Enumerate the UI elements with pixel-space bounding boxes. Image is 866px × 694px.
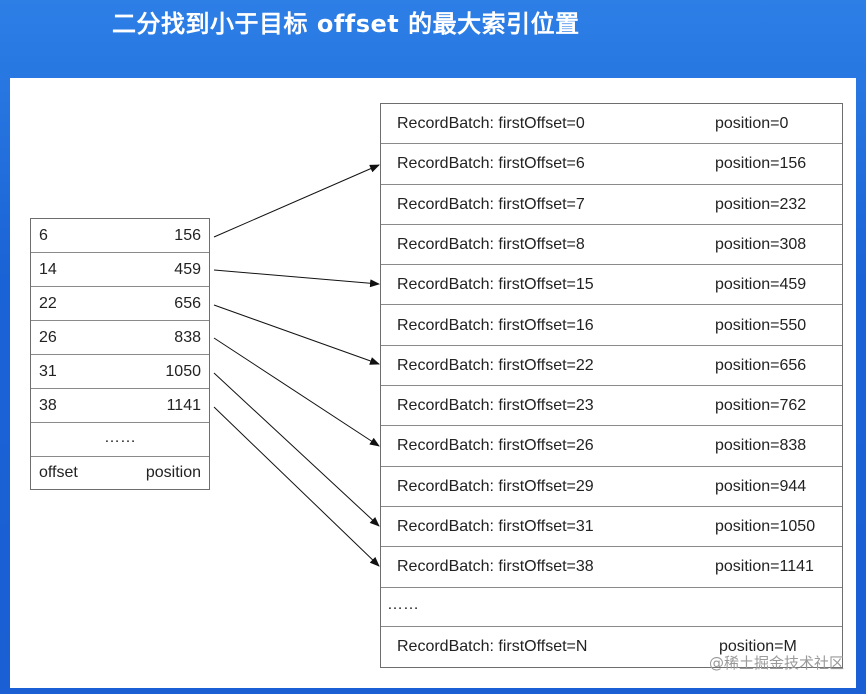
record-batch-position: position=762: [715, 397, 807, 415]
log-row: RecordBatch: firstOffset=23 position=762: [381, 386, 842, 427]
record-batch-label: RecordBatch: firstOffset=15: [397, 276, 594, 294]
log-row: RecordBatch: firstOffset=29 position=944: [381, 467, 842, 507]
record-batch-label: RecordBatch: firstOffset=29: [397, 477, 594, 495]
index-offset: 38: [39, 397, 57, 414]
log-row: RecordBatch: firstOffset=8 position=308: [381, 225, 842, 266]
record-batch-position: position=1050: [715, 518, 816, 535]
index-offset: 14: [39, 261, 57, 278]
page-title: 二分找到小于目标 offset 的最大索引位置: [112, 10, 580, 38]
index-position: 656: [174, 295, 201, 312]
record-batch-label: RecordBatch: firstOffset=8: [397, 235, 585, 253]
watermark: @稀土掘金技术社区: [708, 654, 844, 672]
record-batch-label: RecordBatch: firstOffset=7: [397, 195, 585, 213]
index-position: 459: [174, 261, 201, 278]
log-ellipsis: ……: [381, 587, 842, 627]
record-batch-label: RecordBatch: firstOffset=0: [397, 115, 585, 132]
index-row: 26 838: [31, 321, 209, 355]
index-row: 14 459: [31, 253, 209, 287]
log-row: RecordBatch: firstOffset=38 position=114…: [381, 547, 842, 588]
record-batch-position: position=838: [715, 437, 807, 455]
record-batch-position: position=550: [715, 316, 807, 334]
index-position: 1050: [165, 363, 201, 380]
log-ellipsis-text: ……: [387, 596, 419, 613]
index-position: 838: [174, 329, 201, 346]
record-batch-position: position=459: [715, 276, 807, 294]
record-batch-position: position=156: [715, 155, 807, 173]
record-batch-label: RecordBatch: firstOffset=38: [397, 558, 594, 576]
record-batch-label: RecordBatch: firstOffset=N: [397, 638, 588, 655]
log-segment-table: RecordBatch: firstOffset=0 position=0 Re…: [380, 103, 843, 668]
index-footer: offset position: [31, 457, 209, 489]
record-batch-label: RecordBatch: firstOffset=22: [397, 356, 594, 374]
record-batch-position: position=656: [715, 356, 807, 374]
log-row: RecordBatch: firstOffset=26 position=838: [381, 426, 842, 467]
log-row: RecordBatch: firstOffset=15 position=459: [381, 265, 842, 306]
index-offset: 26: [39, 329, 57, 346]
log-row: RecordBatch: firstOffset=0 position=0: [381, 104, 842, 145]
record-batch-position: position=308: [715, 235, 807, 253]
index-offset: 6: [39, 227, 48, 244]
record-batch-position: position=M: [719, 638, 797, 655]
log-row: RecordBatch: firstOffset=7 position=232: [381, 185, 842, 225]
record-batch-position: position=232: [715, 195, 807, 213]
record-batch-label: RecordBatch: firstOffset=31: [397, 518, 594, 535]
index-row: 31 1050: [31, 355, 209, 389]
record-batch-label: RecordBatch: firstOffset=26: [397, 437, 594, 455]
log-row: RecordBatch: firstOffset=31 position=105…: [381, 507, 842, 548]
index-position: 156: [174, 227, 201, 244]
index-ellipsis: ……: [31, 423, 209, 457]
log-row: RecordBatch: firstOffset=22 position=656: [381, 346, 842, 387]
index-footer-position-label: position: [145, 464, 201, 481]
index-position: 1141: [166, 397, 201, 414]
record-batch-position: position=0: [715, 115, 789, 132]
log-row: RecordBatch: firstOffset=6 position=156: [381, 144, 842, 185]
record-batch-position: position=1141: [715, 558, 814, 576]
record-batch-position: position=944: [715, 477, 807, 495]
index-offset: 22: [39, 295, 57, 312]
index-footer-offset-label: offset: [39, 464, 78, 481]
index-row: 38 1141: [31, 389, 209, 423]
index-row: 22 656: [31, 287, 209, 321]
record-batch-label: RecordBatch: firstOffset=23: [397, 397, 594, 415]
index-row: 6 156: [31, 219, 209, 253]
record-batch-label: RecordBatch: firstOffset=16: [397, 316, 594, 334]
log-row: RecordBatch: firstOffset=16 position=550: [381, 306, 842, 346]
offset-index-table: 6 156 14 459 22 656 26 838 31 1050 38 11…: [30, 218, 210, 490]
index-offset: 31: [39, 363, 57, 380]
log-row-last: RecordBatch: firstOffset=N position=M: [381, 627, 842, 667]
record-batch-label: RecordBatch: firstOffset=6: [397, 155, 585, 173]
